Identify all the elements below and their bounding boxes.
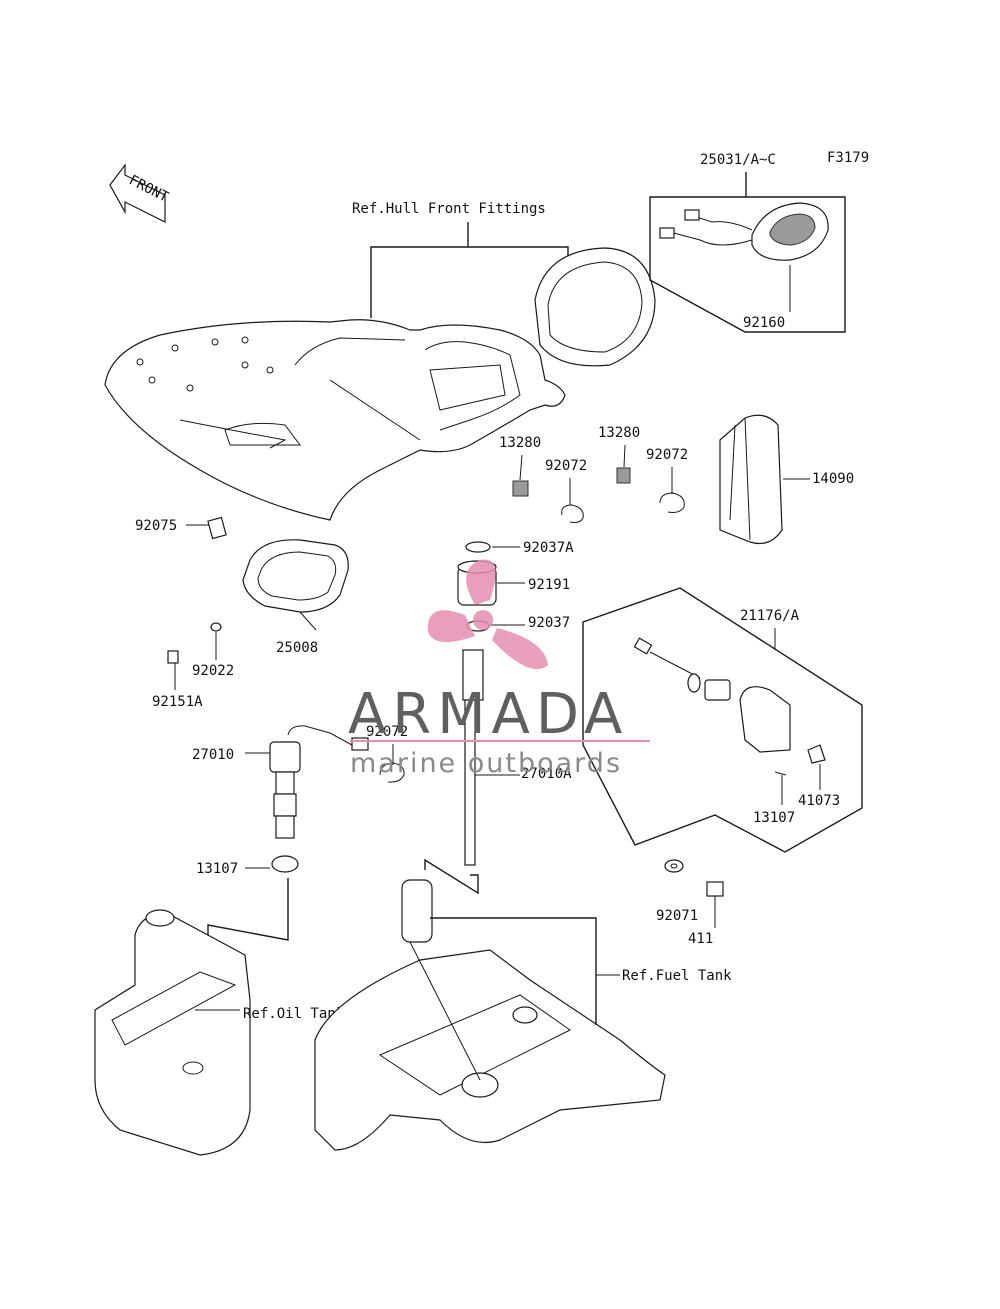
ref-oil-tank: Ref.Oil Tank <box>243 1006 345 1022</box>
label-92037A: 92037A <box>523 540 574 556</box>
bolt-92151 <box>706 881 724 897</box>
gasket-25008-drawing <box>242 539 349 631</box>
label-sticker-13280-left <box>512 480 529 497</box>
label-92075: 92075 <box>135 518 177 534</box>
label-92022: 92022 <box>192 663 234 679</box>
label-92151A: 92151A <box>152 694 203 710</box>
propeller-logo-icon <box>427 559 548 670</box>
part-92075 <box>207 516 227 540</box>
label-92071: 13107 <box>196 861 238 877</box>
label-92191: 92191 <box>528 577 570 593</box>
label-25008: 25008 <box>276 640 318 656</box>
label-sticker-13280-right <box>616 467 631 484</box>
label-92072-c: 92072 <box>366 724 408 740</box>
label-13107: 13107 <box>753 810 795 826</box>
label-92072-b: 92072 <box>646 447 688 463</box>
clamp-92072-a <box>561 504 584 523</box>
label-92160: 92160 <box>743 315 785 331</box>
clip-41073 <box>807 744 826 764</box>
clamp-92072-b <box>659 492 685 513</box>
label-13280-left: 13280 <box>499 435 541 451</box>
oil-sensor-27010-drawing <box>269 725 369 839</box>
cover-14090-drawing <box>719 414 783 545</box>
label-411: 92071 <box>656 908 698 924</box>
watermark-tagline: marine outboards <box>350 748 622 779</box>
watermark-brand: ARMADA <box>348 682 628 747</box>
switch-21176-drawing <box>633 637 791 753</box>
label-41073: 41073 <box>798 793 840 809</box>
grommet-92071 <box>271 855 299 873</box>
meter-bezel-drawing <box>534 247 656 367</box>
part-92022 <box>210 622 222 632</box>
oil-tank-drawing <box>94 909 251 1156</box>
label-27010: 27010 <box>192 747 234 763</box>
hull-front-drawing <box>104 319 566 521</box>
ref-fuel-tank: Ref.Fuel Tank <box>622 968 732 984</box>
label-13280-right: 13280 <box>598 425 640 441</box>
washer-411 <box>664 859 684 873</box>
label-92151: 411 <box>688 931 713 947</box>
label-14090: 14090 <box>812 471 854 487</box>
ref-hull-front-fittings: Ref.Hull Front Fittings <box>352 201 546 217</box>
label-25031: 25031/A~C <box>700 152 776 168</box>
figure-code: F3179 <box>827 150 869 166</box>
front-arrow-icon: FRONT <box>109 163 172 223</box>
clamp-92072-c <box>379 762 405 783</box>
bolt-92151A <box>167 650 179 664</box>
label-92037: 92037 <box>528 615 570 631</box>
fuel-tank-drawing <box>314 879 666 1151</box>
label-21176: 21176/A <box>740 608 800 624</box>
label-27010A: 27010A <box>521 766 572 782</box>
label-92072-a: 92072 <box>545 458 587 474</box>
meter-unit-drawing <box>659 202 829 261</box>
